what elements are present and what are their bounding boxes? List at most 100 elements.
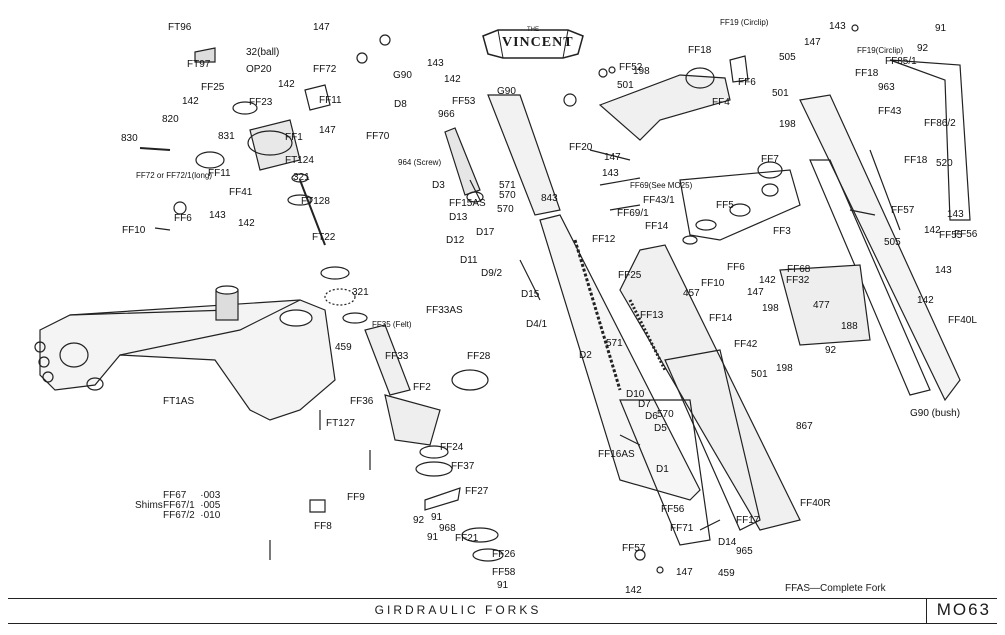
part-callout: FF69(See MO25) xyxy=(630,181,693,190)
shim-value: ·003 xyxy=(200,490,221,501)
shim-row: FF67/1 ·005 xyxy=(143,501,220,511)
part-callout: FF26 xyxy=(492,549,516,560)
part-callout: FF19 (Circlip) xyxy=(720,18,769,27)
part-callout: FT128 xyxy=(301,196,330,207)
part-callout: G90 xyxy=(497,86,516,97)
shim-value: ·005 xyxy=(200,500,221,511)
title-strip: GIRDRAULIC FORKS MO63 xyxy=(8,598,997,624)
part-callout: 147 xyxy=(604,152,621,163)
fork-blades xyxy=(444,94,801,546)
part-callout: FF69/1 xyxy=(617,208,649,219)
shim-row: FF67 ·003 xyxy=(143,491,220,501)
part-callout: D5 xyxy=(654,423,667,434)
top-link xyxy=(598,67,801,245)
title-divider xyxy=(926,599,927,623)
drawing-title: GIRDRAULIC FORKS xyxy=(374,603,542,617)
part-callout: FF71 xyxy=(670,523,694,534)
part-callout: 142 xyxy=(278,79,295,90)
part-callout: 831 xyxy=(218,131,235,142)
part-callout: 321 xyxy=(293,172,310,183)
part-callout: 321 xyxy=(352,287,369,298)
part-callout: FF24 xyxy=(440,442,464,453)
part-callout: 143 xyxy=(427,58,444,69)
part-callout: D14 xyxy=(718,537,737,548)
shim-part: FF67/2 xyxy=(163,510,195,521)
part-callout: FF5 xyxy=(716,200,734,211)
part-callout: FF14 xyxy=(709,313,733,324)
part-callout: FT1AS xyxy=(163,396,195,407)
vincent-logo xyxy=(482,29,584,59)
part-callout: 198 xyxy=(762,303,779,314)
part-callout: 520 xyxy=(936,158,953,169)
part-callout: FT96 xyxy=(168,22,192,33)
part-callout: 143 xyxy=(209,210,226,221)
part-callout: 143 xyxy=(829,21,846,32)
part-callout: FF18 xyxy=(855,68,879,79)
shim-part: FF67 xyxy=(163,490,187,501)
part-callout: FF57 xyxy=(891,205,915,216)
part-callout: FF32 xyxy=(786,275,810,286)
part-callout: FF1 xyxy=(285,132,303,143)
part-callout: 143 xyxy=(947,209,964,220)
part-callout: 91 xyxy=(497,580,509,591)
part-callout: FF8 xyxy=(314,521,332,532)
part-callout: D7 xyxy=(638,399,651,410)
part-callout: 505 xyxy=(779,52,796,63)
part-callout: 142 xyxy=(924,225,941,236)
steering-head xyxy=(139,47,331,246)
part-callout: 501 xyxy=(751,369,768,380)
part-callout: 142 xyxy=(625,585,642,596)
part-callout: D1 xyxy=(656,464,669,475)
part-callout: FF56 xyxy=(954,229,978,240)
part-callout: FF2 xyxy=(413,382,431,393)
part-callout: FF40L xyxy=(948,315,977,326)
part-callout: FF72 or FF72/1(long) xyxy=(136,171,213,180)
part-callout: 147 xyxy=(313,22,330,33)
part-callout: 142 xyxy=(759,275,776,286)
part-callout: 92 xyxy=(413,515,425,526)
part-callout: FF70 xyxy=(366,131,390,142)
part-callout: 143 xyxy=(602,168,619,179)
part-callout: 198 xyxy=(776,363,793,374)
part-callout: D2 xyxy=(579,350,592,361)
logo-small-text: THE xyxy=(527,27,539,33)
part-callout: FF37 xyxy=(451,461,475,472)
part-callout: G90 xyxy=(393,70,412,81)
part-callout: 92 xyxy=(917,43,929,54)
part-callout: D4/1 xyxy=(526,319,548,330)
part-callout: D15 xyxy=(521,289,540,300)
part-callout: D3 xyxy=(432,180,445,191)
part-callout: 142 xyxy=(182,96,199,107)
part-callout: 964 (Screw) xyxy=(398,158,442,167)
part-callout: FF41 xyxy=(229,187,253,198)
part-callout: 968 xyxy=(439,523,456,534)
part-callout: FF23 xyxy=(249,97,273,108)
part-callout: 570 xyxy=(497,204,514,215)
part-callout: 147 xyxy=(804,37,821,48)
part-callout: FT127 xyxy=(326,418,355,429)
part-callout: 92 xyxy=(825,345,837,356)
part-callout: 459 xyxy=(718,568,735,579)
part-callout: 147 xyxy=(676,567,693,578)
part-callout: 198 xyxy=(633,66,650,77)
part-callout: 501 xyxy=(772,88,789,99)
part-callout: FF25 xyxy=(618,270,642,281)
part-callout: FF68 xyxy=(787,264,811,275)
part-callout: FF20 xyxy=(569,142,593,153)
part-callout: 147 xyxy=(747,287,764,298)
part-callout: D10 xyxy=(626,389,645,400)
part-callout: 867 xyxy=(796,421,813,432)
part-callout: 142 xyxy=(917,295,934,306)
part-callout: FF36 xyxy=(350,396,374,407)
part-callout: FF18 xyxy=(904,155,928,166)
part-callout: FF12 xyxy=(592,234,616,245)
shim-row: FF67/2 ·010 xyxy=(143,511,220,521)
part-callout: 966 xyxy=(438,109,455,120)
part-callout: FF58 xyxy=(492,567,516,578)
part-callout: FT124 xyxy=(285,155,314,166)
part-callout: FF21 xyxy=(455,533,479,544)
part-callout: 459 xyxy=(335,342,352,353)
part-callout: FF42 xyxy=(734,339,758,350)
part-callout: FF72 xyxy=(313,64,337,75)
